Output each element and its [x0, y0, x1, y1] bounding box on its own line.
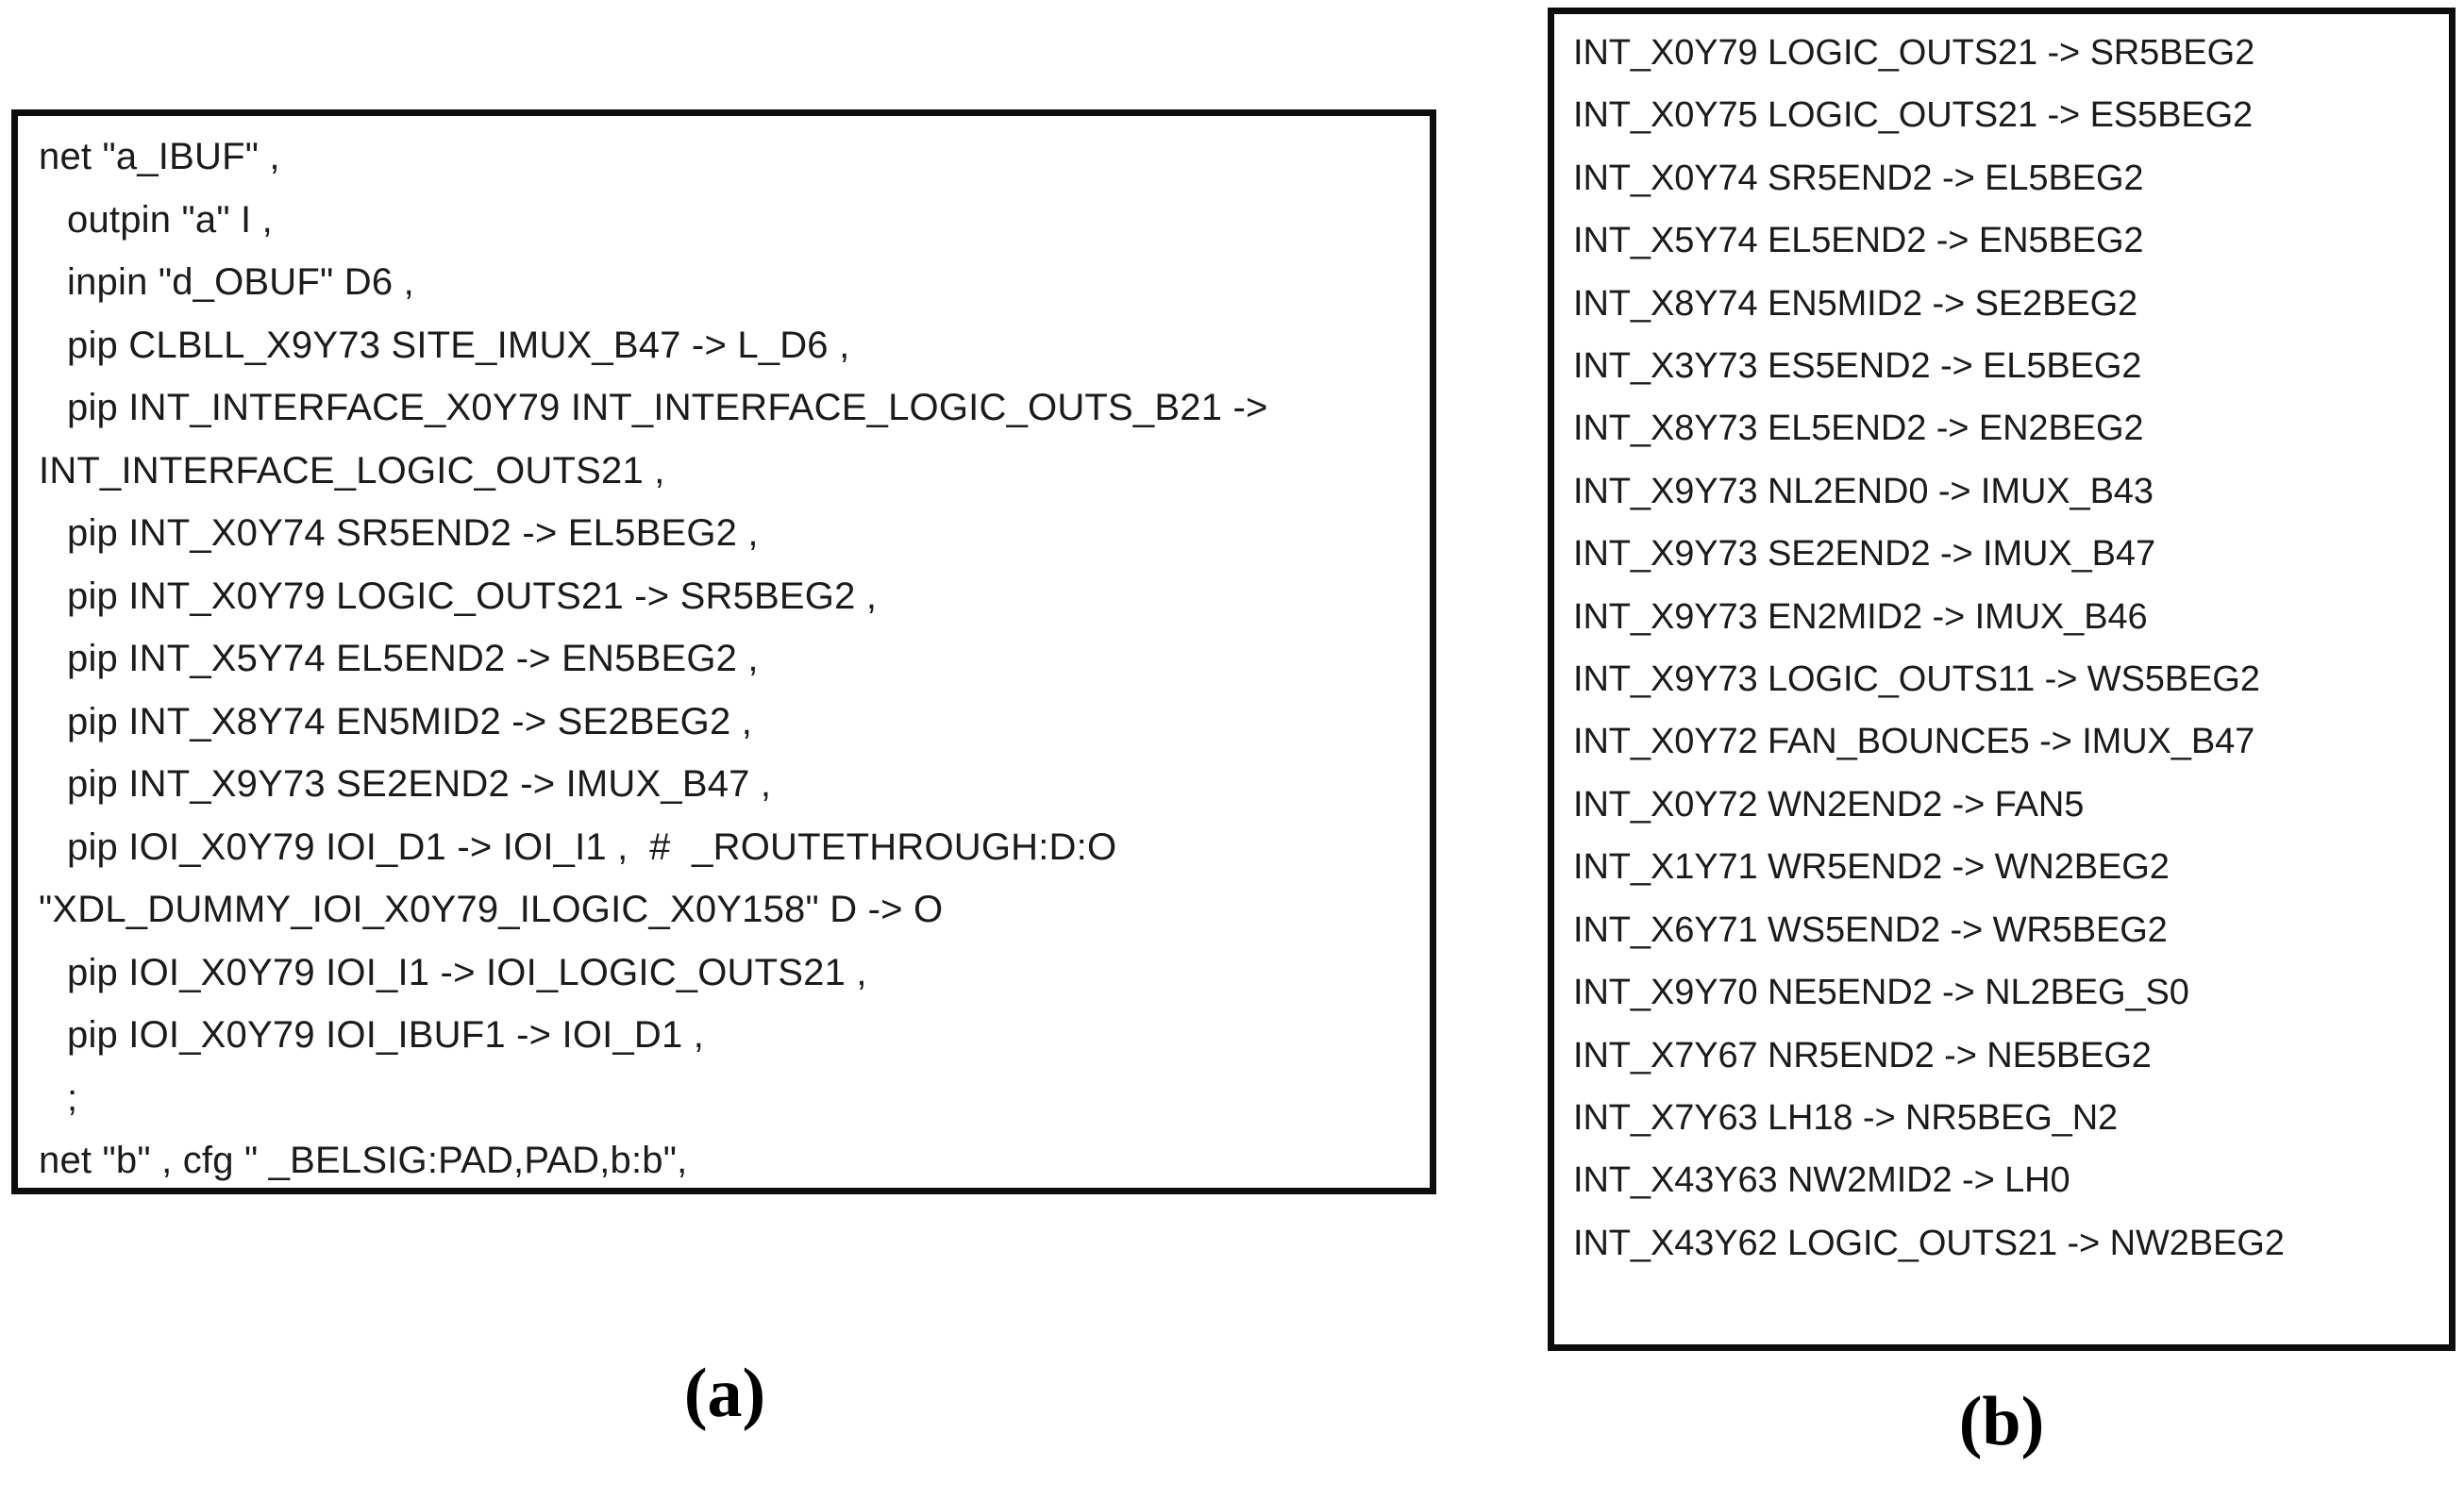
pip-line: INT_X9Y73 LOGIC_OUTS11 -> WS5BEG2 — [1573, 659, 2260, 700]
pip-line: INT_X9Y70 NE5END2 -> NL2BEG_S0 — [1573, 973, 2189, 1013]
netlist-line: pip IOI_X0Y79 IOI_I1 -> IOI_LOGIC_OUTS21… — [67, 951, 867, 993]
netlist-line: pip IOI_X0Y79 IOI_IBUF1 -> IOI_D1 , — [67, 1014, 705, 1056]
pip-line: INT_X9Y73 EN2MID2 -> IMUX_B46 — [1573, 596, 2148, 637]
pip-line: INT_X1Y71 WR5END2 -> WN2BEG2 — [1573, 847, 2170, 888]
netlist-line: pip INT_X8Y74 EN5MID2 -> SE2BEG2 , — [67, 700, 753, 742]
pip-line: INT_X43Y63 NW2MID2 -> LH0 — [1573, 1160, 2070, 1201]
netlist-line: inpin "d_OBUF" D6 , — [67, 261, 414, 303]
netlist-line: INT_INTERFACE_LOGIC_OUTS21 , — [39, 449, 665, 492]
netlist-line: pip INT_INTERFACE_X0Y79 INT_INTERFACE_LO… — [67, 387, 1268, 428]
pip-line: INT_X8Y74 EN5MID2 -> SE2BEG2 — [1573, 283, 2138, 324]
pip-line: INT_X0Y75 LOGIC_OUTS21 -> ES5BEG2 — [1573, 95, 2254, 136]
panel-a-netlist-box: net "a_IBUF" , outpin "a" I , inpin "d_OBU… — [11, 109, 1436, 1194]
panel-a-code-block: net "a_IBUF" , outpin "a" I , inpin "d_OBU… — [39, 125, 1422, 1184]
netlist-line: pip INT_X0Y74 SR5END2 -> EL5BEG2 , — [67, 512, 759, 554]
pip-line: INT_X5Y74 EL5END2 -> EN5BEG2 — [1573, 221, 2144, 261]
pip-line: INT_X0Y74 SR5END2 -> EL5BEG2 — [1573, 158, 2144, 198]
netlist-line: net "a_IBUF" , — [39, 136, 280, 177]
netlist-line: net "b" , cfg " _BELSIG:PAD,PAD,b:b", — [39, 1140, 688, 1181]
pip-line: INT_X8Y73 EL5END2 -> EN2BEG2 — [1573, 408, 2144, 449]
netlist-line: ; — [67, 1076, 78, 1119]
netlist-line: pip IOI_X0Y79 IOI_D1 -> IOI_I1 , # _ROUT… — [67, 825, 1117, 868]
pip-line: INT_X7Y67 NR5END2 -> NE5BEG2 — [1573, 1035, 2152, 1075]
netlist-line: outpin "a" I , — [67, 198, 273, 241]
pip-line: INT_X9Y73 SE2END2 -> IMUX_B47 — [1573, 534, 2155, 575]
netlist-line: pip INT_X9Y73 SE2END2 -> IMUX_B47 , — [67, 763, 772, 805]
pip-line: INT_X3Y73 ES5END2 -> EL5BEG2 — [1573, 346, 2142, 387]
netlist-line: pip INT_X0Y79 LOGIC_OUTS21 -> SR5BEG2 , — [67, 575, 878, 617]
netlist-line: pip CLBLL_X9Y73 SITE_IMUX_B47 -> L_D6 , — [67, 324, 850, 366]
netlist-line: "XDL_DUMMY_IOI_X0Y79_ILOGIC_X0Y158" D ->… — [39, 889, 944, 930]
pip-line: INT_X6Y71 WS5END2 -> WR5BEG2 — [1573, 909, 2168, 950]
netlist-line: pip INT_X5Y74 EL5END2 -> EN5BEG2 , — [67, 638, 759, 679]
pip-line: INT_X0Y72 FAN_BOUNCE5 -> IMUX_B47 — [1573, 722, 2255, 762]
pip-line: INT_X43Y62 LOGIC_OUTS21 -> NW2BEG2 — [1573, 1223, 2285, 1263]
pip-line: INT_X0Y72 WN2END2 -> FAN5 — [1573, 784, 2085, 825]
pip-line: INT_X7Y63 LH18 -> NR5BEG_N2 — [1573, 1097, 2119, 1138]
panel-b-caption: (b) — [1958, 1383, 2045, 1460]
panel-a-caption: (a) — [683, 1355, 766, 1432]
pip-line: INT_X0Y79 LOGIC_OUTS21 -> SR5BEG2 — [1573, 33, 2255, 73]
pip-line: INT_X9Y73 NL2END0 -> IMUX_B43 — [1573, 471, 2154, 511]
